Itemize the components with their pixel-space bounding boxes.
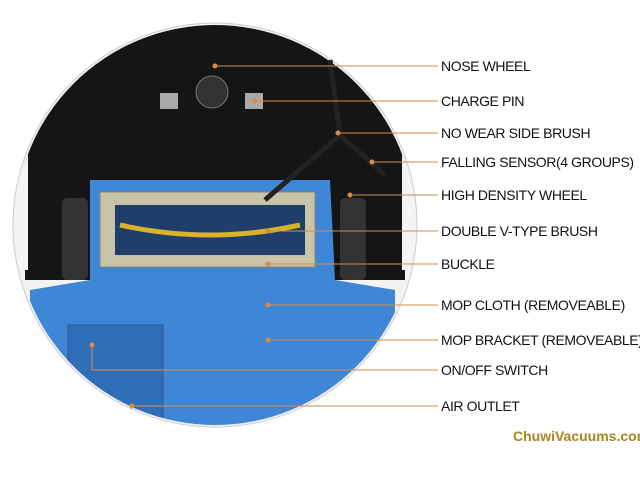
label-high-density-wheel: HIGH DENSITY WHEEL [441,187,587,203]
label-air-outlet: AIR OUTLET [441,398,520,414]
leader-lines [91,65,438,407]
label-mop-bracket: MOP BRACKET (REMOVEABLE) [441,332,640,348]
watermark: ChuwiVacuums.com [513,428,640,444]
charge-pin-left [160,93,178,109]
left-wheel [62,198,88,280]
right-wheel [340,198,366,280]
label-falling-sensor: FALLING SENSOR(4 GROUPS) [441,154,634,170]
label-side-brush: NO WEAR SIDE BRUSH [441,125,591,141]
label-buckle: BUCKLE [441,256,495,272]
label-double-v-brush: DOUBLE V-TYPE BRUSH [441,223,598,239]
label-charge-pin: CHARGE PIN [441,93,525,109]
label-on-off-switch: ON/OFF SWITCH [441,362,548,378]
label-nose-wheel: NOSE WHEEL [441,58,531,74]
nose-wheel [195,75,229,109]
side-brush [327,59,343,136]
label-mop-cloth: MOP CLOTH (REMOVEABLE) [441,297,625,313]
